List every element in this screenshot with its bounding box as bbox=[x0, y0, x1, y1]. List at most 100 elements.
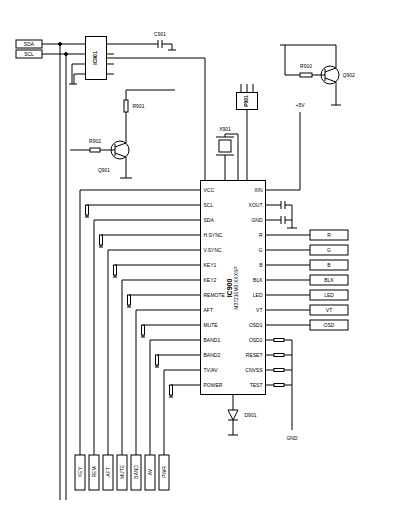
pin-name: TV/AV bbox=[203, 368, 218, 373]
resistor-symbol bbox=[156, 355, 159, 365]
wire bbox=[129, 295, 200, 296]
signal-tag: AFT bbox=[106, 467, 111, 477]
wire bbox=[143, 325, 200, 326]
junction-dot bbox=[65, 53, 68, 56]
ic-body: IC900M37210M3-XXXSP bbox=[200, 180, 266, 395]
transistor-leads bbox=[111, 112, 132, 178]
part-ref: R901 bbox=[132, 104, 145, 109]
transistor-leads bbox=[280, 45, 341, 105]
supply-wire bbox=[300, 112, 301, 190]
part-ref: Q902 bbox=[342, 73, 355, 78]
wire bbox=[164, 370, 200, 371]
wire bbox=[101, 235, 200, 236]
signal-tag: BAND bbox=[134, 465, 139, 480]
wire bbox=[126, 90, 175, 100]
wire bbox=[266, 355, 274, 356]
connector-tag bbox=[145, 455, 155, 490]
signal-tag: AV bbox=[148, 468, 153, 475]
resistor-symbol bbox=[274, 384, 284, 387]
signal-tag: PWR bbox=[162, 466, 167, 479]
pin-name: KEY1 bbox=[203, 263, 217, 268]
part-ref: D901 bbox=[244, 413, 257, 418]
connector-tag bbox=[103, 455, 113, 490]
resistor-symbol bbox=[114, 265, 117, 275]
capacitor-symbol bbox=[266, 201, 292, 209]
bus-connector bbox=[247, 110, 248, 180]
connector-tag bbox=[89, 455, 99, 490]
crystal-symbol bbox=[219, 140, 231, 152]
connector-tag bbox=[131, 455, 141, 490]
connector-tag bbox=[310, 245, 348, 255]
pin-name: BLK bbox=[253, 278, 263, 283]
pin-name: XOUT bbox=[248, 203, 263, 208]
wire bbox=[171, 385, 200, 386]
wire bbox=[266, 190, 300, 191]
wire bbox=[94, 220, 200, 221]
signal-tag: OSD bbox=[323, 323, 335, 328]
pin-name: SCL bbox=[203, 203, 214, 208]
pin-name: R bbox=[258, 233, 263, 238]
resistor-symbol bbox=[100, 235, 103, 245]
wire bbox=[284, 370, 292, 371]
pin-name: XIN bbox=[254, 188, 263, 193]
part-ref: P901 bbox=[244, 95, 250, 107]
connector-tag bbox=[310, 305, 348, 315]
wire bbox=[150, 340, 200, 341]
wire bbox=[266, 370, 274, 371]
pin-name: LED bbox=[252, 293, 263, 298]
resistor-symbol bbox=[86, 205, 89, 215]
part-ref: Q901 bbox=[97, 168, 110, 173]
wire bbox=[136, 310, 137, 455]
pin-name: REMOTE bbox=[203, 293, 225, 298]
ground-wire bbox=[69, 64, 78, 84]
bus-wire bbox=[60, 44, 66, 500]
connector-tag bbox=[310, 230, 348, 240]
part-ref: X901 bbox=[219, 127, 232, 132]
pin-name: BAND1 bbox=[203, 338, 221, 343]
wire bbox=[164, 370, 165, 455]
pin-name: V.SYNC bbox=[203, 248, 222, 253]
signal-tag: MUTE bbox=[120, 464, 125, 479]
resistor-symbol bbox=[170, 385, 173, 395]
wire bbox=[122, 280, 123, 455]
capacitor-symbol bbox=[114, 40, 176, 50]
supply-label: +5V bbox=[295, 103, 305, 108]
wire bbox=[266, 325, 310, 326]
wire bbox=[122, 280, 200, 281]
wire bbox=[87, 205, 200, 206]
pin-name: BAND2 bbox=[203, 353, 221, 358]
pin-name: G bbox=[258, 248, 263, 253]
pin-name: KEY2 bbox=[203, 278, 217, 283]
signal-tag: LED bbox=[324, 293, 335, 298]
pin-name: TEST bbox=[249, 383, 263, 388]
pin-name: RESET bbox=[245, 353, 263, 358]
signal-tag: R bbox=[327, 233, 332, 238]
pin-name: CNVSS bbox=[245, 368, 263, 373]
ground-wire bbox=[127, 305, 131, 307]
part-ref: R910 bbox=[300, 64, 313, 69]
pin-name: POWER bbox=[203, 383, 223, 388]
connector-box: P901 bbox=[236, 92, 258, 110]
ground-wire bbox=[141, 335, 145, 337]
pin-name: MUTE bbox=[203, 323, 218, 328]
resistor-symbol bbox=[142, 325, 145, 335]
signal-tag: REM bbox=[92, 466, 97, 478]
ground-label: GND bbox=[286, 436, 298, 441]
signal-tag: SDA bbox=[23, 42, 34, 47]
connector-tag bbox=[159, 455, 169, 490]
connector-tag bbox=[16, 50, 42, 58]
pin-name: VCC bbox=[203, 188, 215, 193]
wire bbox=[150, 340, 151, 455]
wire bbox=[115, 265, 200, 266]
wire bbox=[108, 250, 109, 455]
junction-dot bbox=[59, 43, 62, 46]
ground-wire bbox=[287, 205, 297, 228]
resistor-symbol bbox=[274, 339, 284, 342]
wire bbox=[266, 295, 310, 296]
resistor-symbol bbox=[90, 148, 100, 152]
ground-wire bbox=[85, 215, 89, 217]
diode-symbol bbox=[228, 395, 238, 435]
connector-tag bbox=[310, 260, 348, 270]
wire bbox=[94, 220, 95, 455]
connector-tag bbox=[75, 455, 85, 490]
